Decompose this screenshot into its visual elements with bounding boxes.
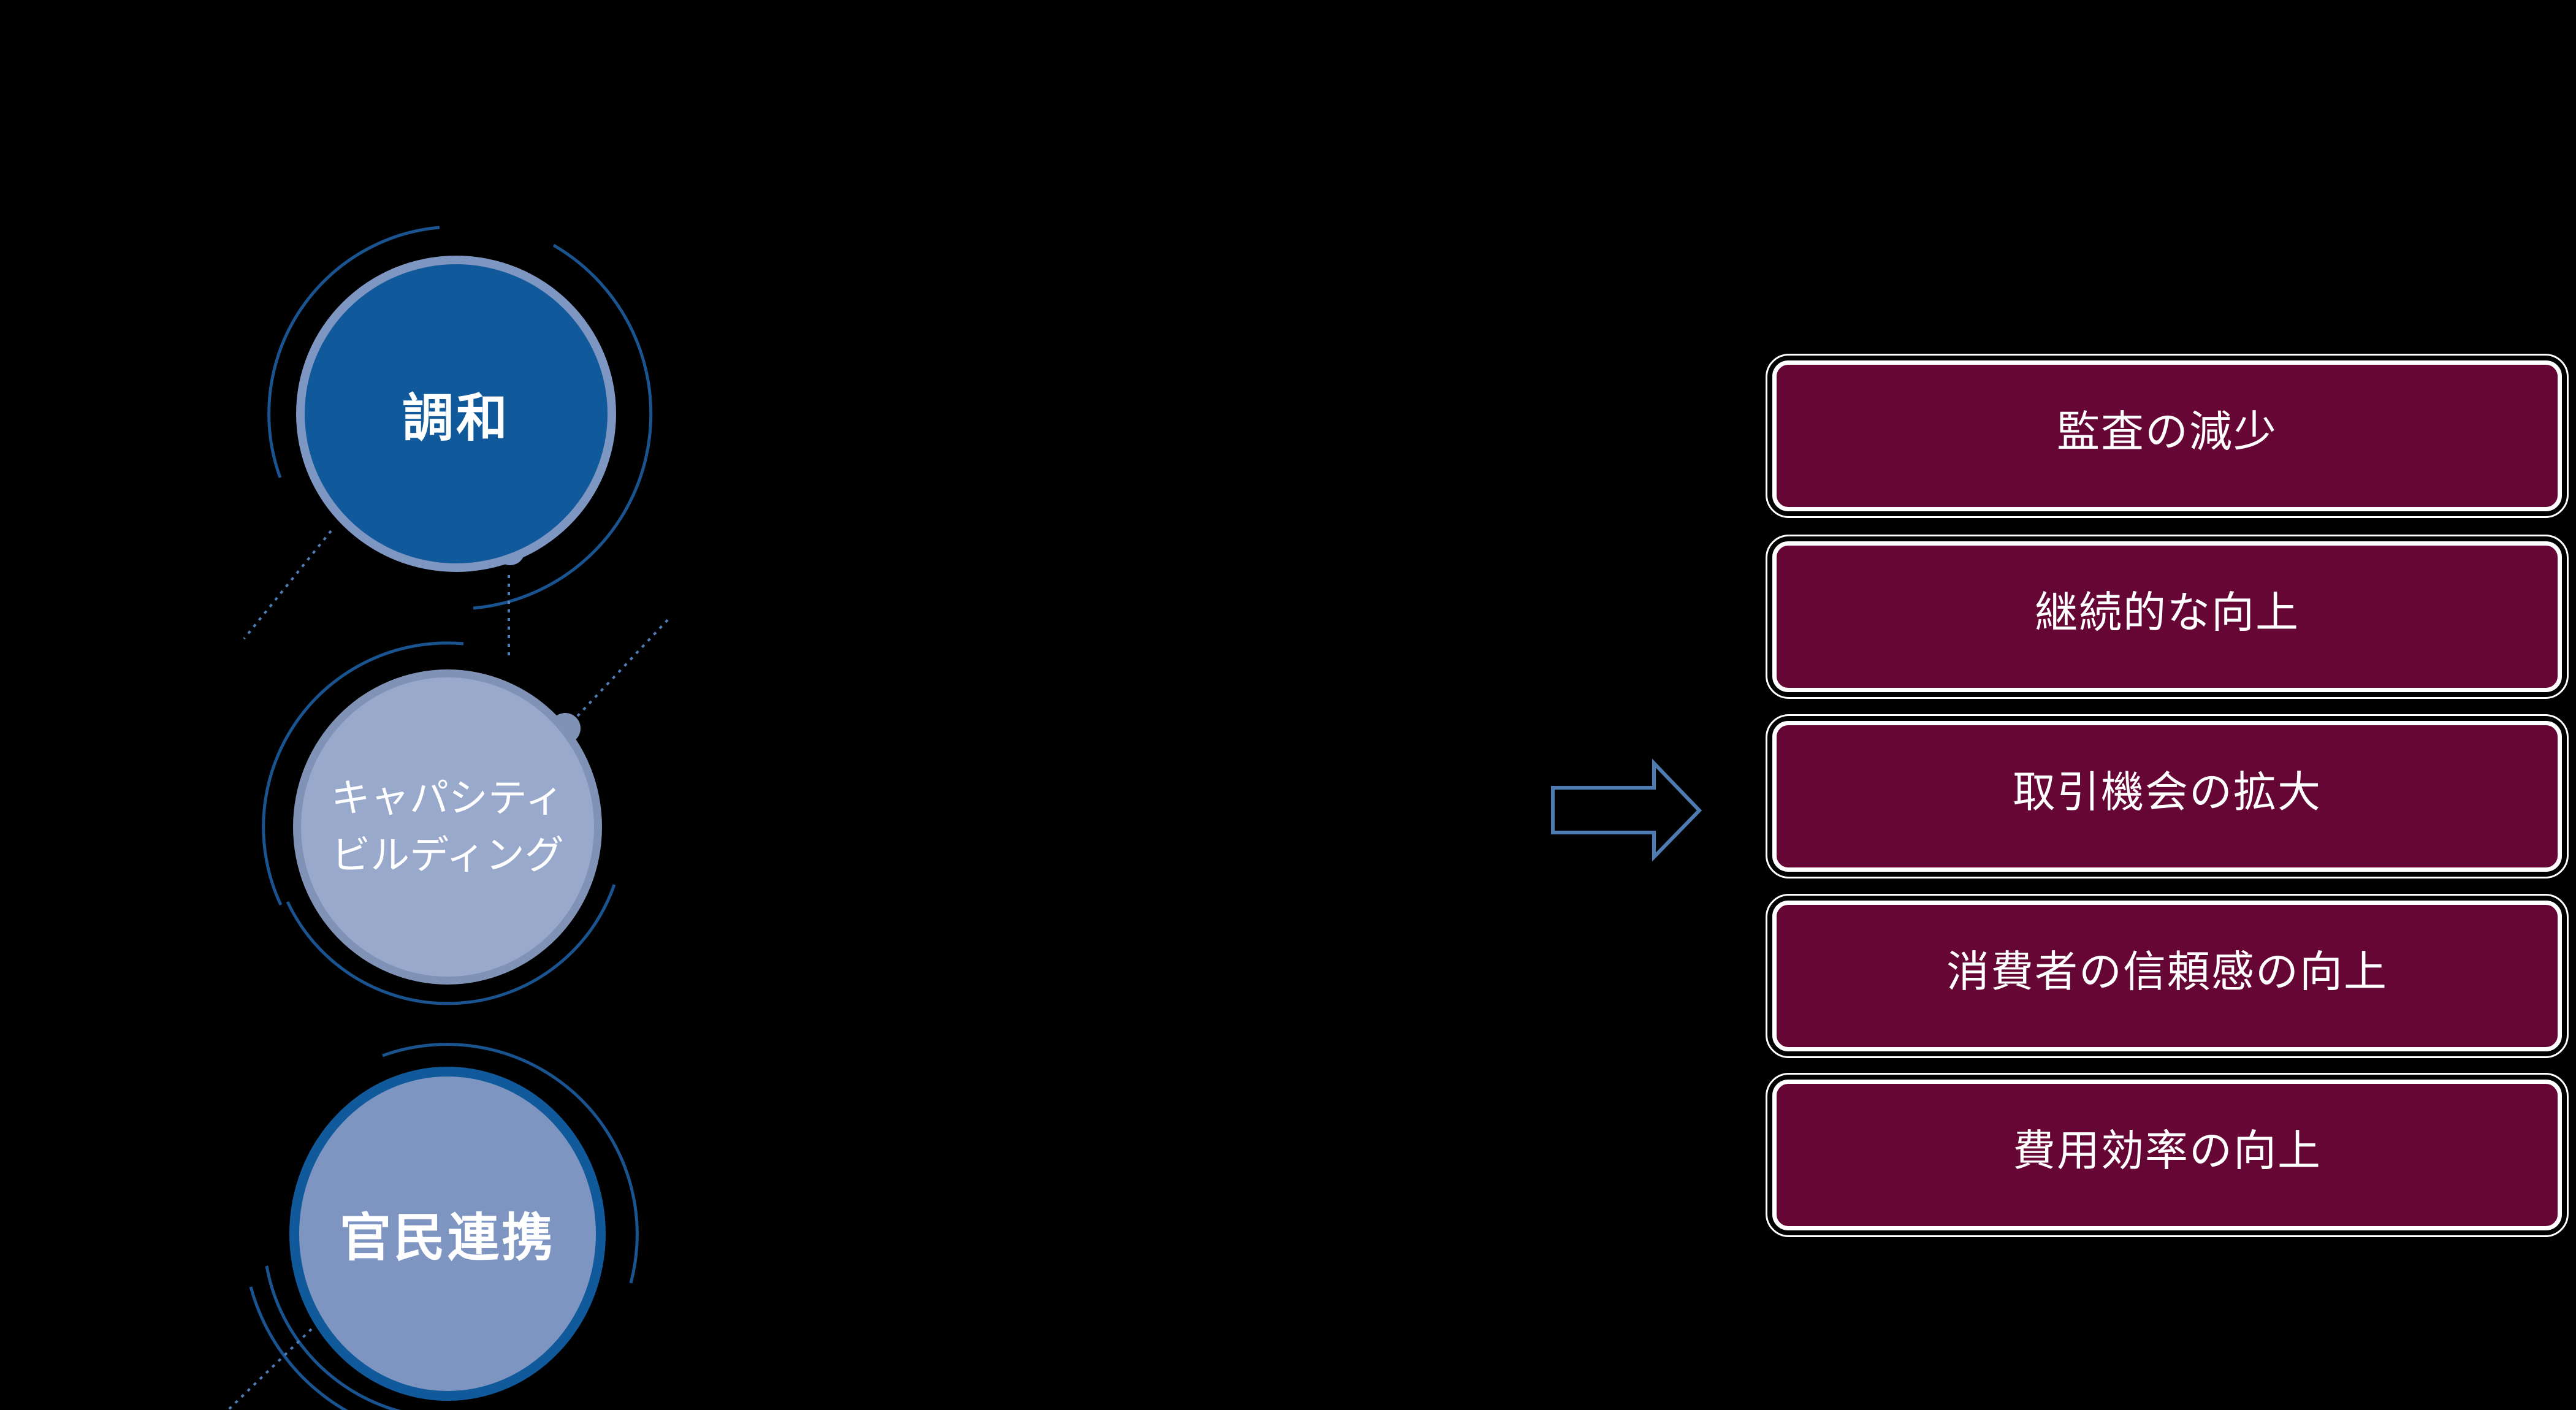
- circle-capacity-building-label: キャパシティ ビルディング: [331, 770, 564, 884]
- circle-capacity-building-label-line1: キャパシティ: [330, 776, 565, 821]
- connector-dotted-line: [243, 530, 332, 640]
- circle-harmonization-label: 調和: [402, 389, 510, 447]
- flow-arrow-icon: [1551, 758, 1702, 862]
- orbit-arc: [265, 1265, 402, 1410]
- benefit-box-consumer-trust-improvement-label: 消費者の信頼感の向上: [1772, 901, 2562, 1051]
- orbit-arcs-circle-1: [267, 226, 653, 610]
- orbit-arcs-circle-3: [249, 1043, 639, 1410]
- circle-capacity-building-label-line2: ビルディング: [331, 833, 564, 877]
- benefit-box-continuous-improvement: 継続的な向上: [1766, 535, 2569, 699]
- circle-capacity-building: キャパシティ ビルディング: [293, 669, 602, 985]
- benefit-box-cost-efficiency-improvement: 費用効率の向上: [1766, 1073, 2569, 1237]
- benefit-box-cost-efficiency-improvement-label: 費用効率の向上: [1772, 1080, 2562, 1230]
- orbit-arc: [473, 243, 653, 610]
- orbit-arc: [286, 884, 616, 1005]
- connector-dotted-line: [576, 615, 672, 717]
- connector-dotted-line: [227, 1328, 313, 1410]
- orbit-arc: [267, 226, 440, 478]
- orbit-arcs-circle-2: [262, 641, 616, 1005]
- dotted-connectors: [227, 530, 672, 1410]
- orbit-arc: [249, 1286, 348, 1410]
- benefit-box-audit-reduction-label: 監査の減少: [1772, 360, 2562, 511]
- benefit-box-trade-opportunity-expansion-label: 取引機会の拡大: [1772, 721, 2562, 872]
- circle-harmonization: 調和: [296, 256, 616, 572]
- benefit-box-trade-opportunity-expansion: 取引機会の拡大: [1766, 714, 2569, 878]
- benefit-box-audit-reduction: 監査の減少: [1766, 354, 2569, 518]
- circle-public-private-partnership: 官民連携: [289, 1067, 606, 1401]
- benefit-box-consumer-trust-improvement: 消費者の信頼感の向上: [1766, 894, 2569, 1058]
- orbit-arc: [262, 641, 464, 906]
- orbit-arc: [382, 1043, 639, 1284]
- benefit-box-continuous-improvement-label: 継続的な向上: [1772, 541, 2562, 692]
- circle-public-private-partnership-label: 官民連携: [339, 1209, 555, 1267]
